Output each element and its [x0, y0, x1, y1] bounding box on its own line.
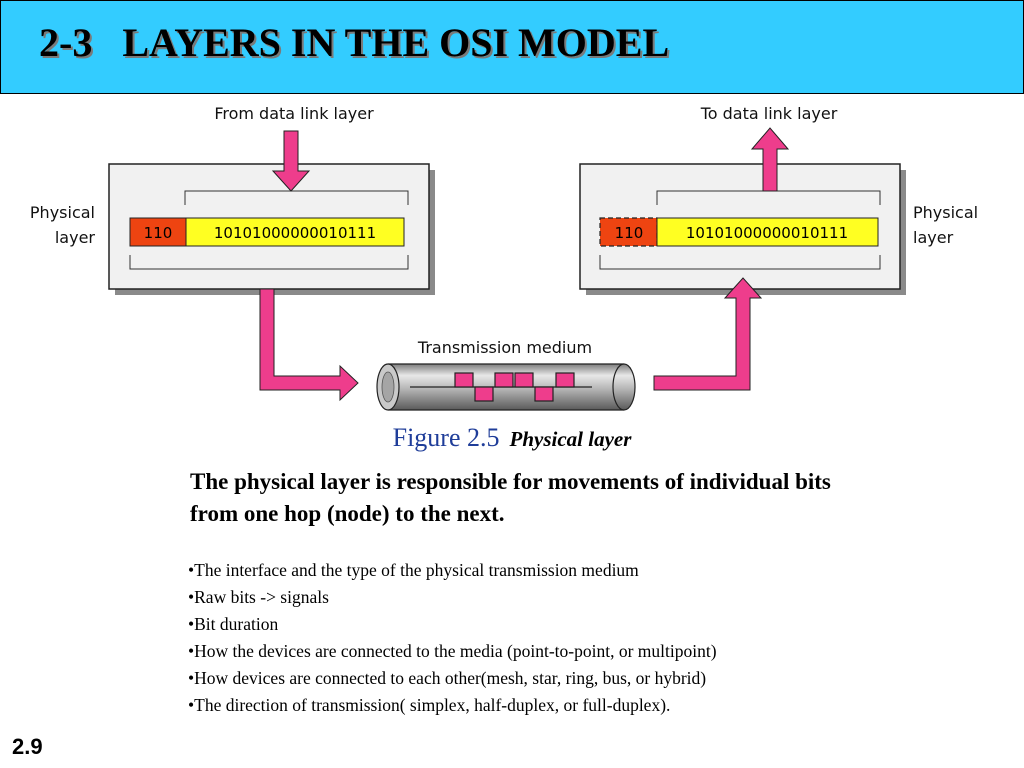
from-data-link-label: From data link layer — [214, 104, 374, 123]
page-number: 2.9 — [12, 734, 43, 759]
right-data-cell — [656, 217, 879, 247]
arrow-layer-to-medium — [259, 288, 359, 402]
right-layer-box: 110 10101000000010111 — [579, 163, 906, 295]
right-data-bits: 10101000000010111 — [686, 224, 848, 242]
transmission-medium-label: Transmission medium — [417, 338, 592, 357]
left-layer-label-line1: Physical — [30, 203, 95, 222]
left-layer-label-line2: layer — [55, 228, 96, 247]
title-bar: 2-3 LAYERS IN THE OSI MODEL — [0, 0, 1024, 94]
bullet-item: •How the devices are connected to the me… — [188, 641, 717, 661]
to-data-link-label: To data link layer — [700, 104, 838, 123]
figure-number: Figure 2.5 — [392, 423, 500, 452]
left-layer-box: 110 10101000000010111 — [108, 163, 435, 295]
slide-title: 2-3 LAYERS IN THE OSI MODEL — [39, 20, 670, 65]
physical-layer-diagram: 110 10101000000010111 110 10101000000010… — [30, 104, 978, 411]
right-layer-label-line1: Physical — [913, 203, 978, 222]
left-header-cell — [129, 217, 187, 247]
bullet-item: •How devices are connected to each other… — [188, 668, 707, 688]
bullet-item: •The direction of transmission( simplex,… — [188, 695, 671, 715]
figure-title: Physical layer — [509, 427, 632, 451]
left-data-bits: 10101000000010111 — [214, 224, 376, 242]
bullet-item: •Bit duration — [188, 614, 279, 634]
bullet-list: •The interface and the type of the physi… — [188, 557, 717, 719]
up-arrow-to-data-link — [750, 127, 790, 192]
bullet-item: •Raw bits -> signals — [188, 587, 329, 607]
figure-caption: Figure 2.5 Physical layer — [0, 423, 1024, 453]
bullet-item: •The interface and the type of the physi… — [188, 560, 639, 580]
right-header-bits: 110 — [615, 224, 644, 242]
right-layer-label-line2: layer — [913, 228, 954, 247]
left-data-cell — [185, 217, 405, 247]
right-header-cell — [599, 217, 658, 247]
layer-description: The physical layer is responsible for mo… — [190, 469, 831, 526]
signal-waveform — [454, 372, 575, 402]
left-header-bits: 110 — [144, 224, 173, 242]
down-arrow-from-data-link — [271, 130, 311, 192]
arrow-medium-to-layer — [653, 277, 763, 391]
